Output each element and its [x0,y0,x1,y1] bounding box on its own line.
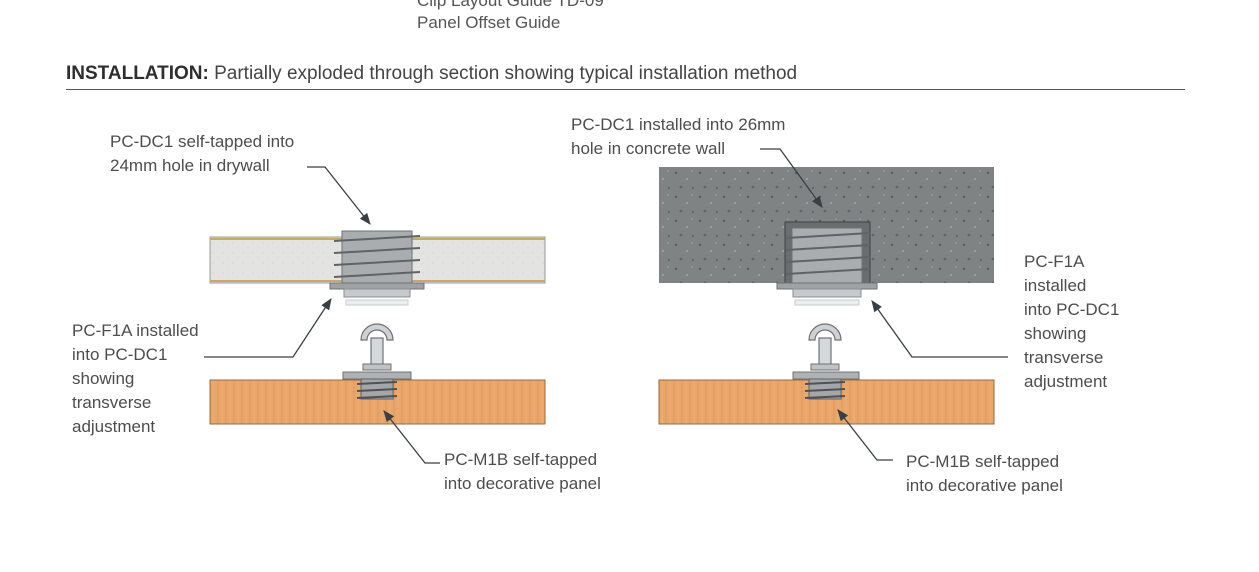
right-dc1-leader [760,148,823,208]
right-f1a-label: PC-F1A installed into PC-DC1 showing tra… [1024,252,1120,391]
panel-offset-guide-text: Panel Offset Guide [417,13,561,32]
left-dc1-insert [329,230,425,306]
left-drywall-assembly [209,230,546,425]
left-dc1-leader [307,166,371,225]
right-m1b-label: PC-M1B self-tapped into decorative panel [906,452,1063,495]
installation-heading: INSTALLATION: Partially exploded through… [66,60,797,88]
left-m1b-insert [356,378,398,400]
right-dc1-label: PC-DC1 installed into 26mm hole in concr… [571,115,786,158]
clip-layout-guide-text: Clip Layout Guide TD-09 [417,0,604,10]
left-m1b-leader [383,410,440,464]
left-f1a-label: PC-F1A installed into PC-DC1 showing tra… [72,321,199,436]
right-f1a-leader [871,300,1008,358]
left-f1a-clip [342,323,412,380]
left-f1a-leader [204,298,332,358]
installation-heading-rest: Partially exploded through section showi… [208,63,798,84]
right-concrete-assembly [658,167,995,425]
right-m1b-leader [837,409,893,461]
left-m1b-label: PC-M1B self-tapped into decorative panel [444,450,601,493]
right-f1a-clip [792,323,860,380]
heading-rule [66,89,1185,90]
right-m1b-insert [804,378,846,400]
right-dc1-insert [776,227,878,306]
left-dc1-label: PC-DC1 self-tapped into 24mm hole in dry… [110,132,295,175]
installation-heading-bold: INSTALLATION: [66,63,209,84]
